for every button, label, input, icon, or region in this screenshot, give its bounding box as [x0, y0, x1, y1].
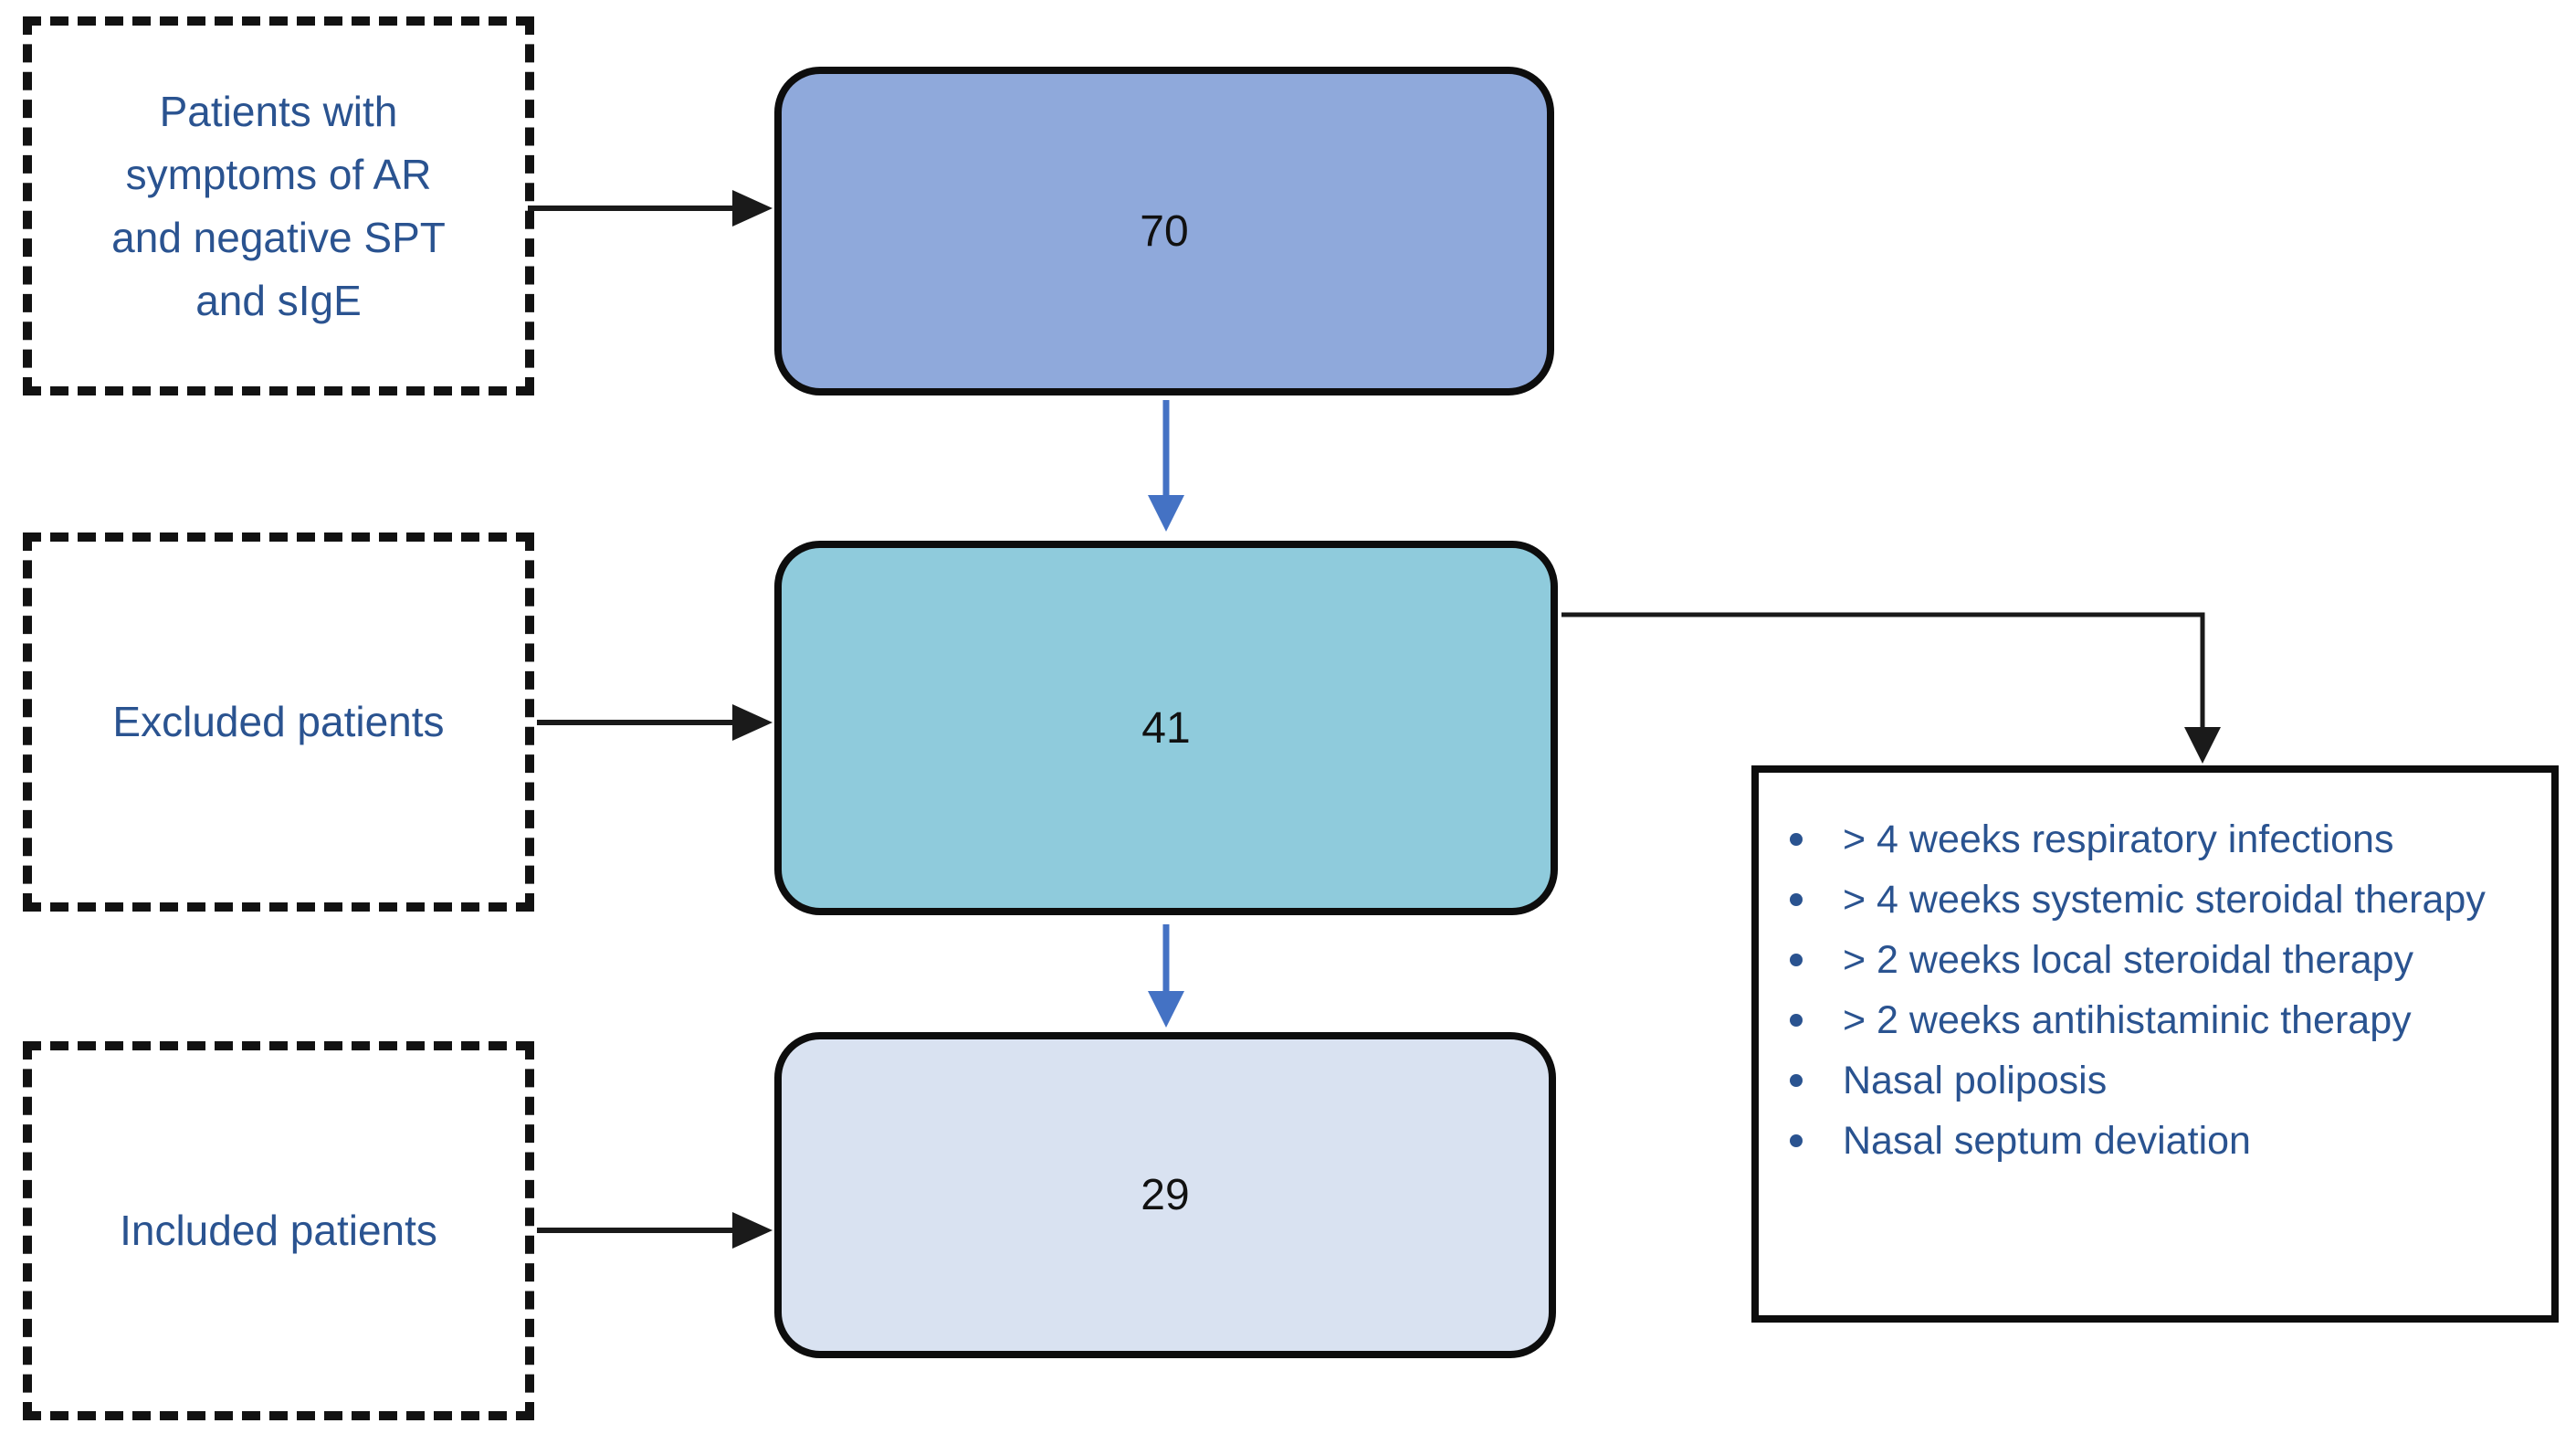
- after-screening-count: 41: [1141, 703, 1191, 753]
- after-screening-count-box: 41: [774, 541, 1558, 915]
- list-item: > 4 weeks systemic steroidal therapy: [1759, 870, 2526, 930]
- total-patients-count-box: 70: [774, 67, 1554, 395]
- patients-symptoms-label: Patients with symptoms of AR and negativ…: [111, 87, 446, 324]
- arrow-total-to-middle: [1148, 400, 1184, 532]
- arrow-patients-to-total: [528, 190, 773, 227]
- included-patients-box: Included patients: [23, 1041, 534, 1420]
- arrow-middle-to-bottom: [1148, 924, 1184, 1028]
- list-item: Nasal septum deviation: [1759, 1111, 2526, 1171]
- excluded-patients-box: Excluded patients: [23, 532, 534, 912]
- included-patients-label: Included patients: [120, 1207, 437, 1254]
- total-patients-count: 70: [1140, 206, 1189, 256]
- included-count: 29: [1141, 1171, 1190, 1219]
- exclusion-criteria-box: > 4 weeks respiratory infections > 4 wee…: [1751, 765, 2559, 1323]
- list-item: > 4 weeks respiratory infections: [1759, 809, 2526, 870]
- list-item: > 2 weeks local steroidal therapy: [1759, 930, 2526, 990]
- patients-symptoms-box: Patients with symptoms of AR and negativ…: [23, 16, 534, 395]
- included-count-box: 29: [774, 1032, 1556, 1358]
- list-item: Nasal poliposis: [1759, 1050, 2526, 1111]
- arrow-included-to-bottom: [537, 1212, 773, 1249]
- list-item: > 2 weeks antihistaminic therapy: [1759, 990, 2526, 1050]
- exclusion-criteria-list: > 4 weeks respiratory infections > 4 wee…: [1759, 773, 2551, 1171]
- arrow-excluded-to-middle: [537, 704, 773, 741]
- excluded-patients-label: Excluded patients: [112, 698, 445, 745]
- connector-middle-to-criteria: [1561, 612, 2221, 764]
